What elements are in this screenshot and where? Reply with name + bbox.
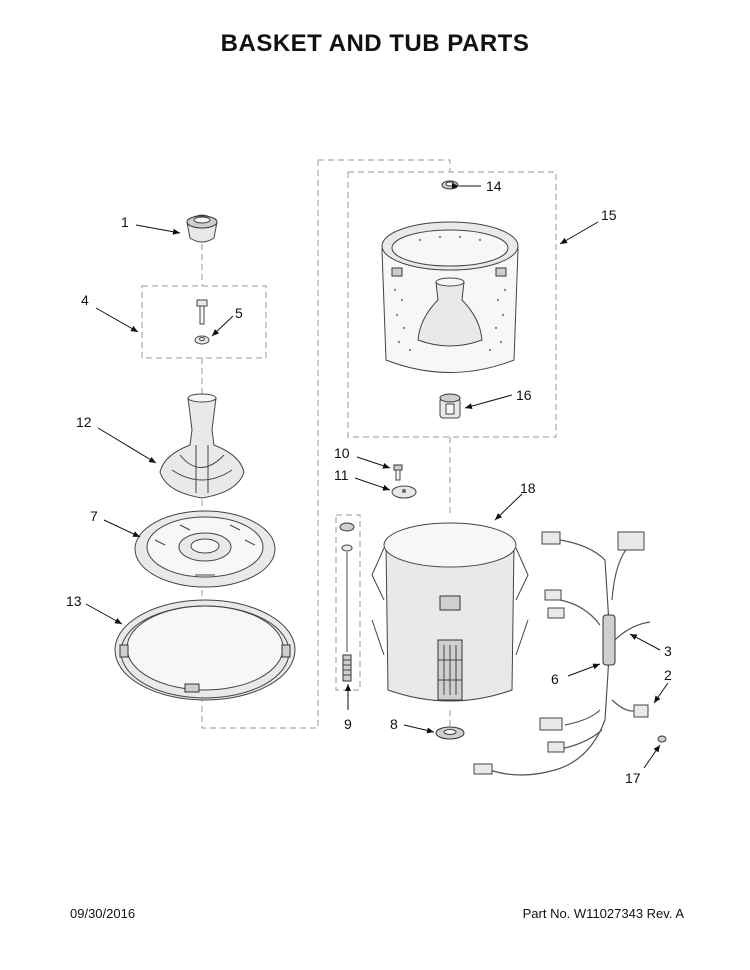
part-8-tub-seal	[435, 726, 465, 740]
callout-3: 3	[664, 643, 672, 659]
callout-11: 11	[334, 467, 349, 483]
part-6-wire-harness	[473, 531, 645, 776]
callout-17: 17	[625, 770, 641, 786]
callout-14: 14	[486, 178, 502, 194]
part-16-hub	[439, 393, 461, 419]
footer-part-number: Part No. W11027343 Rev. A	[522, 906, 684, 921]
callout-10: 10	[334, 445, 350, 461]
part-11-washer	[391, 485, 417, 499]
part-10-screw	[393, 464, 403, 481]
part-18-outer-tub	[371, 522, 529, 702]
callout-8: 8	[390, 716, 398, 732]
assembly-guide-lines	[141, 159, 557, 729]
part-1-agitator-cap	[186, 214, 218, 243]
callout-1: 1	[121, 214, 129, 230]
part-3-hose	[614, 621, 651, 641]
callout-15: 15	[601, 207, 617, 223]
callout-5: 5	[235, 305, 243, 321]
callout-18: 18	[520, 480, 536, 496]
part-15-wash-basket	[381, 221, 519, 373]
part-12-impeller	[159, 393, 245, 499]
part-5-bolt-washer	[194, 299, 210, 345]
callout-7: 7	[90, 508, 98, 524]
callout-16: 16	[516, 387, 532, 403]
callout-12: 12	[76, 414, 92, 430]
part-14-bearing	[441, 180, 459, 190]
part-2-sensor-bracket	[611, 699, 649, 718]
callout-13: 13	[66, 593, 82, 609]
callout-6: 6	[551, 671, 559, 687]
part-13-tub-ring	[114, 599, 296, 701]
callout-4: 4	[81, 292, 89, 308]
callout-2: 2	[664, 667, 672, 683]
part-9-suspension-rod	[339, 522, 355, 682]
part-7-drive-plate	[134, 510, 276, 588]
leader-lines	[85, 183, 669, 769]
footer-date: 09/30/2016	[70, 906, 136, 921]
callout-numbers: 1 2 3 4 5 6 7 8 9 10 11 12 13 14 15 16 1…	[66, 178, 672, 786]
page-title: BASKET AND TUB PARTS	[220, 30, 530, 57]
callout-9: 9	[344, 716, 352, 732]
part-17-screw	[657, 735, 667, 743]
